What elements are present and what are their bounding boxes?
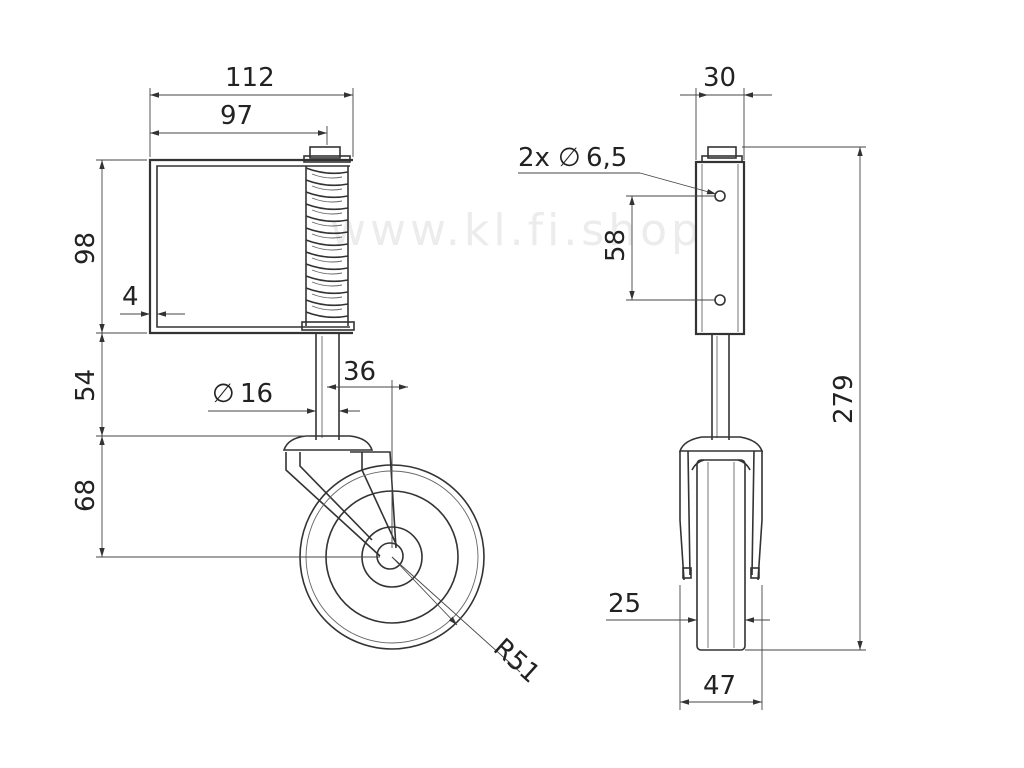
dim-hole-spacing: 58 [601,195,716,301]
swivel-cap [282,435,374,451]
front-cap [678,436,764,452]
dim-overall-width-label: 112 [225,63,275,93]
dim-overall-width: 112 [149,63,354,157]
front-view: 30 2x ∅ 6,5 58 279 25 [518,63,866,710]
dim-stem-length-label: 54 [71,369,101,402]
washer [301,321,355,331]
front-body [694,160,746,336]
dim-fork-height-label: 68 [71,479,101,512]
dim-plate-width: 97 [150,101,328,145]
mounting-plate [148,158,353,335]
spring [305,166,349,326]
stem [315,333,340,440]
side-view: 112 97 98 4 54 ∅ [71,63,545,689]
dim-total-height-label: 279 [829,374,859,424]
dim-stem-length: 54 [71,333,310,437]
watermark: www.kl.fi.shop [330,205,703,256]
dim-holes-symbol: ∅ [558,143,581,173]
dim-total-height: 279 [742,146,866,651]
dim-stem-diameter: ∅ 16 [208,379,360,414]
dim-plate-width-label: 97 [220,101,253,131]
dim-holes-label: 6,5 [586,143,627,173]
fork [285,451,398,557]
dim-wheel-width: 47 [679,585,763,710]
dim-tread-width: 25 [606,589,770,623]
dim-hole-spacing-label: 58 [601,229,631,262]
dim-holes: 2x ∅ 6,5 [518,143,717,195]
dim-stem-diameter-symbol: ∅ [212,379,235,409]
front-stem [711,334,730,440]
dim-plate-thickness-label: 4 [122,282,139,312]
dim-stem-diameter-label: 16 [240,379,273,409]
mount-hole-top [714,190,726,202]
dim-wheel-radius-label: R51 [487,633,545,690]
dim-top-width: 30 [680,63,772,160]
dim-tread-width-label: 25 [608,589,641,619]
dim-wheel-width-label: 47 [703,671,736,701]
front-nut [701,146,743,163]
dim-offset: 36 [327,357,408,548]
dim-plate-thickness: 4 [120,282,185,317]
dim-fork-height: 68 [71,436,380,558]
dim-top-width-label: 30 [703,63,736,93]
front-wheel [696,459,746,651]
front-fork [679,450,763,581]
dim-offset-label: 36 [343,357,376,387]
dim-plate-height-label: 98 [71,232,101,265]
mount-hole-bottom [714,294,726,306]
dim-holes-prefix: 2x [518,143,550,173]
top-nut [303,146,351,163]
